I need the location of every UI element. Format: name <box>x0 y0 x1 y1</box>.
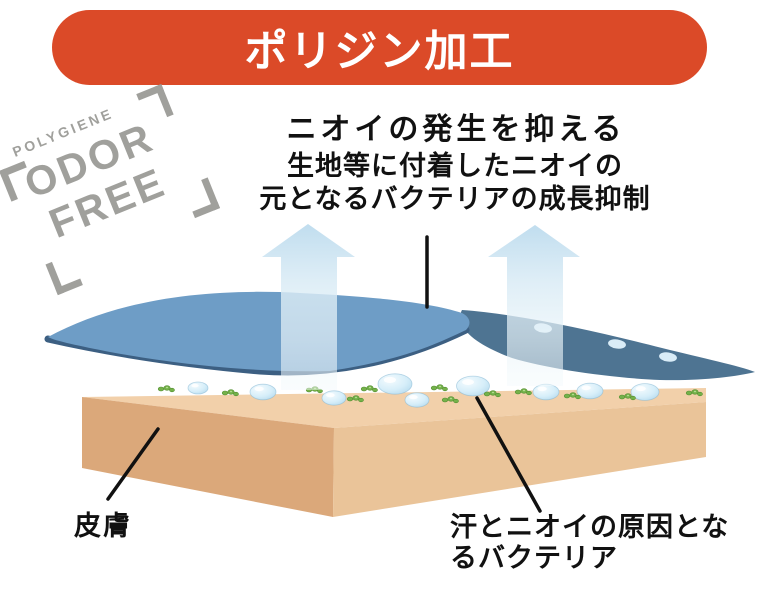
bacteria-cluster-icon <box>360 385 378 393</box>
bacteria-cluster-icon <box>346 395 364 403</box>
sweat-droplets-layer <box>187 373 660 408</box>
bacteria-layer <box>157 384 703 404</box>
sweat-droplet-icon <box>630 383 660 401</box>
skin-front-right-face <box>333 402 706 517</box>
bacteria-cluster-icon <box>483 390 501 398</box>
up-arrow-icon <box>488 225 580 386</box>
leader-line-bacteria <box>475 396 542 513</box>
sweat-droplet-icon <box>249 383 277 401</box>
skin-label: 皮膚 <box>74 511 132 541</box>
odor-release-arrows <box>262 224 580 390</box>
sweat-droplet-icon <box>404 392 430 408</box>
description-line1: 生地等に付着したニオイの <box>287 151 623 181</box>
bacteria-label: 汗とニオイの原因とな るバクテリア <box>450 512 729 574</box>
bacteria-label-line1: 汗とニオイの原因とな <box>450 512 730 542</box>
fabric-underside <box>460 310 755 381</box>
stamp-bracket-icon <box>45 254 83 296</box>
sweat-droplet-icon <box>532 383 560 401</box>
bacteria-cluster-icon <box>157 385 175 393</box>
bacteria-cluster-icon <box>685 389 703 397</box>
headline: ニオイの発生を抑える <box>286 113 626 146</box>
fabric-sheet <box>44 291 755 381</box>
fabric-hole <box>659 352 677 362</box>
sweat-droplet-icon <box>576 382 604 400</box>
sweat-droplet-icon <box>321 390 347 406</box>
description-line2: 元となるバクテリアの成長抑制 <box>259 184 651 214</box>
sweat-droplet-icon <box>377 373 413 395</box>
fabric-top-surface <box>48 291 470 372</box>
up-arrow-icon <box>262 224 355 390</box>
page-title: ポリジン加工 <box>244 27 515 76</box>
sweat-droplet-icon <box>456 375 490 397</box>
description: 生地等に付着したニオイの 元となるバクテリアの成長抑制 <box>250 150 660 216</box>
leader-line-skin <box>106 427 160 501</box>
fabric-hole <box>608 339 626 349</box>
bacteria-cluster-icon <box>221 389 239 397</box>
skin-slab <box>82 388 706 517</box>
bacteria-cluster-icon <box>441 396 459 404</box>
bacteria-cluster-icon <box>563 392 581 400</box>
stamp-bracket-icon <box>182 177 221 219</box>
bacteria-cluster-icon <box>430 384 448 392</box>
bacteria-cluster-icon <box>618 393 636 401</box>
bacteria-label-line2: るバクテリア <box>450 543 618 573</box>
title-banner: ポリジン加工 <box>52 10 707 85</box>
skin-front-left-face <box>82 397 334 517</box>
sweat-droplet-icon <box>187 381 209 395</box>
bacteria-cluster-icon <box>514 388 532 396</box>
leader-lines <box>106 235 542 513</box>
